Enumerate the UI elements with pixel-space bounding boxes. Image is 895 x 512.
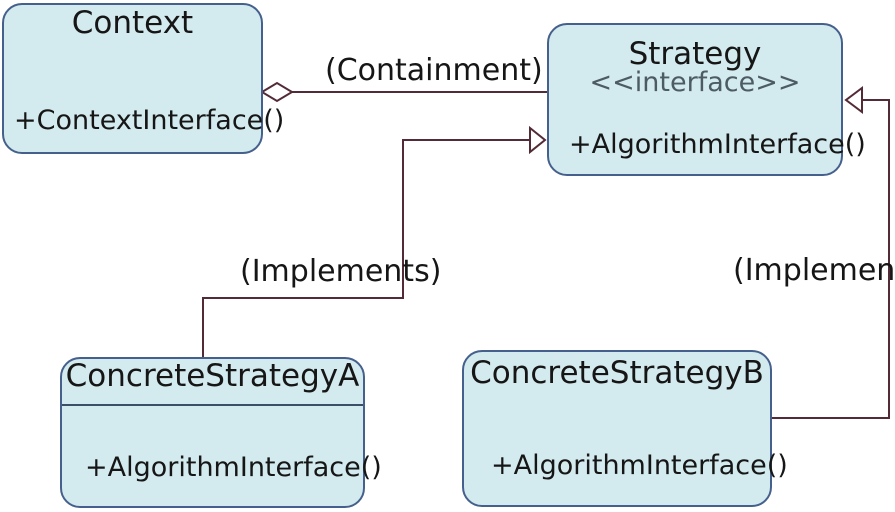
node-title: Context bbox=[71, 5, 194, 41]
member-method: +ContextInterface() bbox=[14, 105, 285, 136]
implements-a-edge-line bbox=[202, 139, 530, 357]
compartment-divider bbox=[62, 404, 363, 406]
member-method: +AlgorithmInterface() bbox=[569, 129, 866, 160]
edge-label-implements-a: (Implements) bbox=[240, 254, 442, 289]
node-concrete-strategy-b: ConcreteStrategyB +AlgorithmInterface() bbox=[462, 350, 788, 507]
member-method: +AlgorithmInterface() bbox=[491, 450, 788, 481]
realization-arrowhead-b-icon bbox=[844, 86, 863, 114]
edge-label-implements-b: (Implements) bbox=[733, 253, 895, 288]
node-title: Strategy bbox=[628, 36, 762, 72]
member-method: +AlgorithmInterface() bbox=[85, 452, 382, 483]
node-context: Context +ContextInterface() bbox=[2, 3, 284, 154]
node-title: ConcreteStrategyA bbox=[65, 358, 360, 394]
node-strategy: Strategy <<interface>> +AlgorithmInterfa… bbox=[547, 23, 866, 176]
node-stereotype: <<interface>> bbox=[589, 67, 801, 98]
edge-label-containment: (Containment) bbox=[325, 53, 543, 88]
implements-b-edge-line bbox=[772, 99, 890, 419]
realization-arrowhead-a-icon bbox=[529, 125, 547, 155]
node-concrete-strategy-a: ConcreteStrategyA +AlgorithmInterface() bbox=[60, 357, 382, 508]
aggregation-diamond-icon bbox=[260, 81, 294, 103]
node-title: ConcreteStrategyB bbox=[470, 355, 764, 391]
